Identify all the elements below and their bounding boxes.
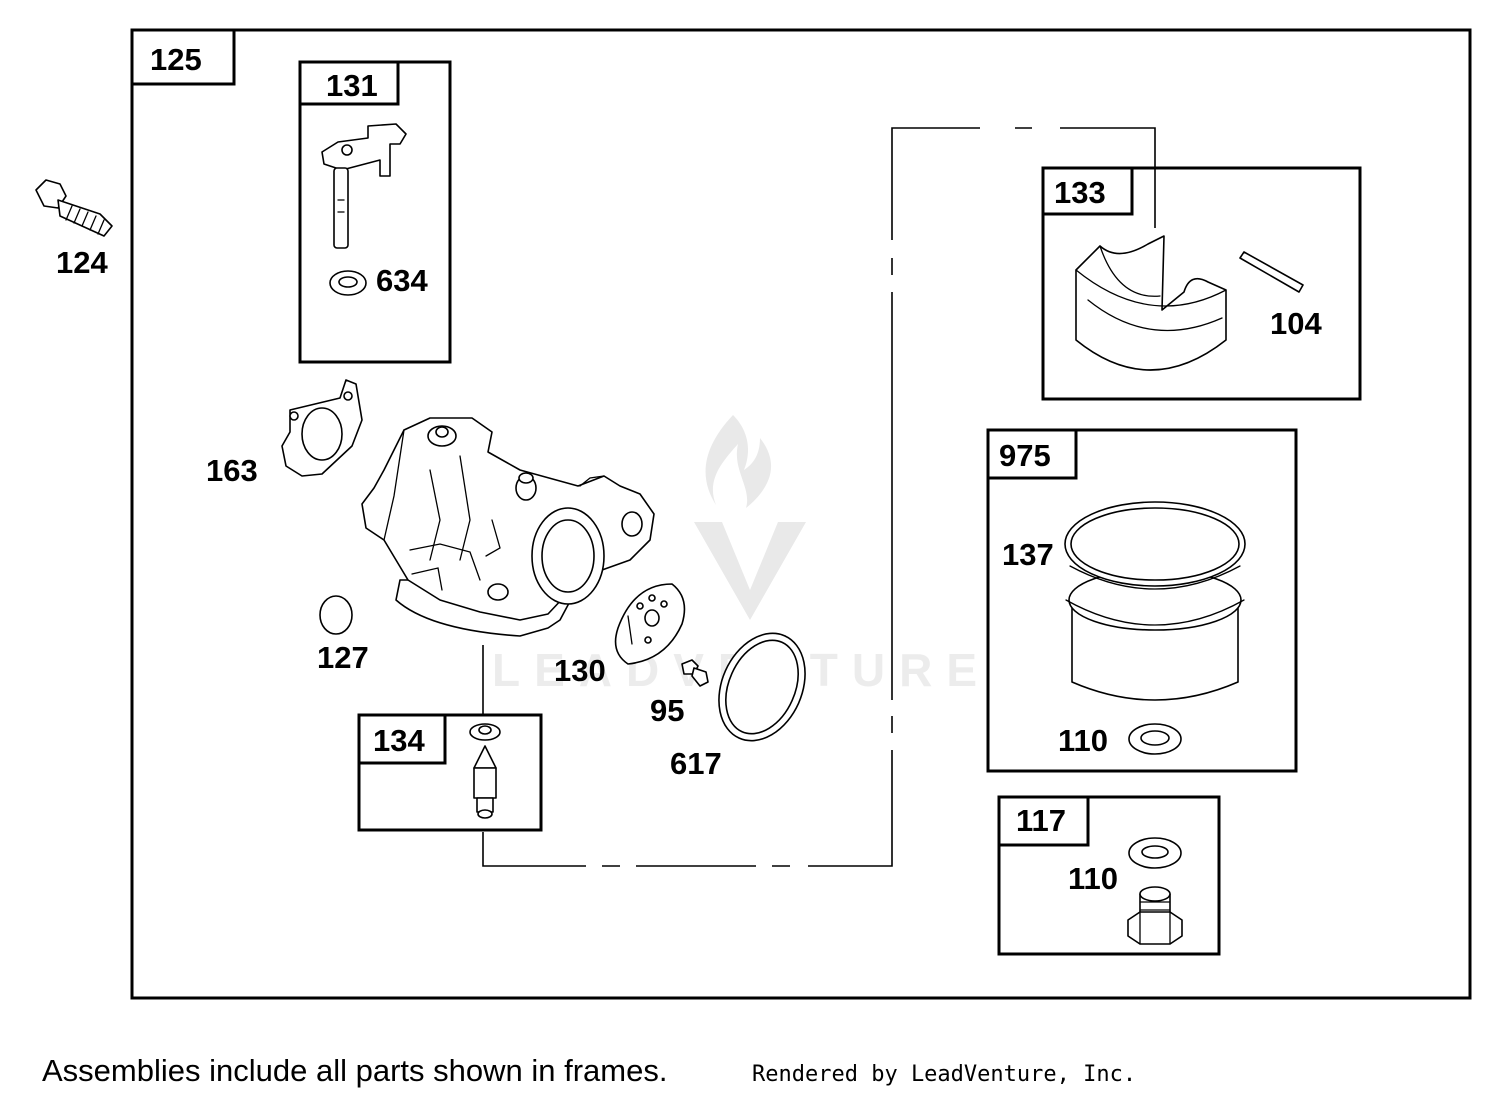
welch-plug-icon xyxy=(319,595,353,635)
frame-tab-133 xyxy=(1041,166,1134,216)
carburetor-body-icon xyxy=(361,417,655,637)
screw-icon xyxy=(681,659,709,687)
footer-note: Assemblies include all parts shown in fr… xyxy=(42,1053,668,1088)
part-label-104: 104 xyxy=(1270,306,1322,341)
o-ring-icon xyxy=(718,632,806,742)
part-label-634: 634 xyxy=(376,263,428,298)
part-label-617: 617 xyxy=(670,746,722,781)
part-label-137: 137 xyxy=(1002,537,1054,572)
frame-label-131: 131 xyxy=(326,68,378,103)
part-label-163: 163 xyxy=(206,453,258,488)
washer-icon xyxy=(329,270,367,296)
bolt-icon xyxy=(35,179,113,237)
washer-icon xyxy=(1128,723,1182,755)
bowl-icon xyxy=(1064,501,1246,701)
part-label-130: 130 xyxy=(554,653,606,688)
throttle-shaft-icon xyxy=(321,123,407,249)
frame-tab-134 xyxy=(357,713,447,765)
frame-label-133: 133 xyxy=(1054,175,1106,210)
float-icon xyxy=(1075,235,1227,371)
frame-label-134: 134 xyxy=(373,723,425,758)
footer-credit: Rendered by LeadVenture, Inc. xyxy=(752,1062,1137,1087)
part-label-127: 127 xyxy=(317,640,369,675)
frame-label-975: 975 xyxy=(999,438,1051,473)
hinge-pin-icon xyxy=(1239,251,1304,293)
assembly-label-125: 125 xyxy=(150,42,202,77)
leader-lines xyxy=(482,127,1156,867)
part-label-110-bowl: 110 xyxy=(1058,723,1108,758)
frame-label-117: 117 xyxy=(1016,803,1066,838)
assembly-frame-125 xyxy=(130,28,1472,1000)
frame-tab-975 xyxy=(986,428,1078,480)
flame-logo-icon xyxy=(694,415,806,620)
gasket-icon xyxy=(281,379,363,477)
frame-131 xyxy=(298,60,452,364)
diaphragm-icon xyxy=(614,583,686,665)
drain-plug-icon xyxy=(1127,886,1183,945)
frame-tab-131 xyxy=(298,60,400,106)
frame-tab-117 xyxy=(997,795,1090,847)
assembly-tab-125 xyxy=(130,28,236,86)
part-label-95: 95 xyxy=(650,693,684,728)
part-label-124: 124 xyxy=(56,245,108,280)
part-label-110-plug: 110 xyxy=(1068,861,1118,896)
carburetor-exploded-diagram: LEADVENTURE 125 124 131 634 xyxy=(35,28,1472,1000)
washer-icon xyxy=(1128,837,1182,869)
inlet-needle-icon xyxy=(469,723,501,819)
